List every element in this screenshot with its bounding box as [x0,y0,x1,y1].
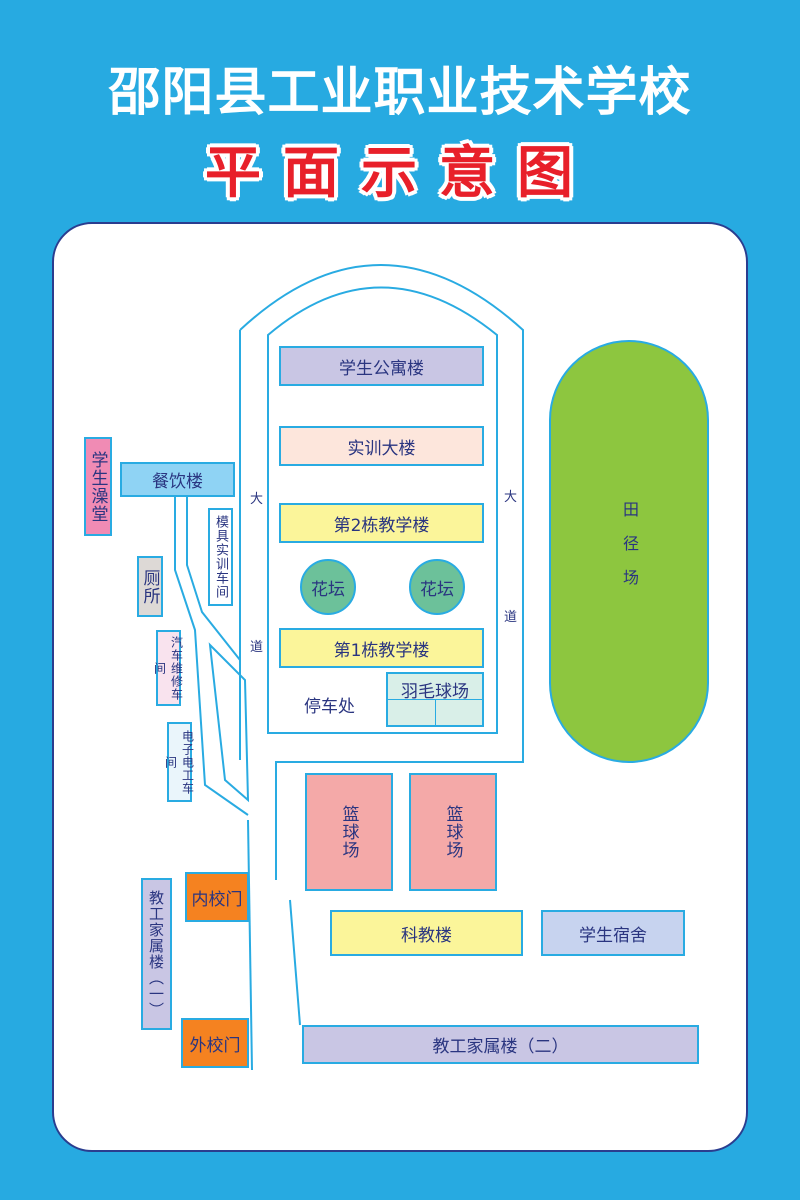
avenue-label: 道 [250,640,264,655]
court-line [435,699,436,725]
bathhouse[interactable]: 学生澡堂 [84,437,112,536]
outer-road [239,264,524,880]
canteen-road-c [208,642,250,803]
training-building[interactable]: 实训大楼 [279,426,484,466]
school-title: 邵阳县工业职业技术学校 [108,62,692,123]
flower-bed-2[interactable]: 花坛 [409,559,465,615]
mold-workshop[interactable]: 模具实训车间 [208,508,233,606]
outer-gate[interactable]: 外校门 [181,1018,249,1068]
inner-road [267,286,498,734]
basketball-court-2[interactable]: 篮球场 [409,773,497,891]
staff-housing-1[interactable]: 教工家属楼（一） [141,878,172,1030]
student-apartment-building[interactable]: 学生公寓楼 [279,346,484,386]
main-entrance-road [289,899,301,1026]
map-subtitle: 平面示意图 [205,141,595,206]
avenue-label: 道 [504,610,518,625]
auto-repair-workshop[interactable]: 汽车维修车间 [153,630,184,706]
student-dorm[interactable]: 学生宿舍 [541,910,685,956]
inner-gate[interactable]: 内校门 [185,872,249,922]
electrical-workshop[interactable]: 电子电工车间 [164,722,195,802]
staff-housing-2[interactable]: 教工家属楼（二） [302,1025,699,1064]
avenue-label: 大 [250,492,264,507]
gate-road [247,819,253,1071]
canteen-road-b [186,497,241,661]
basketball-court-1[interactable]: 篮球场 [305,773,393,891]
flower-bed-1[interactable]: 花坛 [300,559,356,615]
parking-label: 停车处 [304,697,355,717]
teaching-building-1[interactable]: 第1栋教学楼 [279,628,484,668]
avenue-label: 大 [504,490,518,505]
canteen[interactable]: 餐饮楼 [120,462,235,497]
toilet[interactable]: 厕所 [137,556,163,617]
badminton-court[interactable]: 羽毛球场 [386,672,484,727]
track-field[interactable]: 田径场 [549,340,709,763]
teaching-building-2[interactable]: 第2栋教学楼 [279,503,484,543]
science-building[interactable]: 科教楼 [330,910,523,956]
canteen-road-a [174,497,249,816]
